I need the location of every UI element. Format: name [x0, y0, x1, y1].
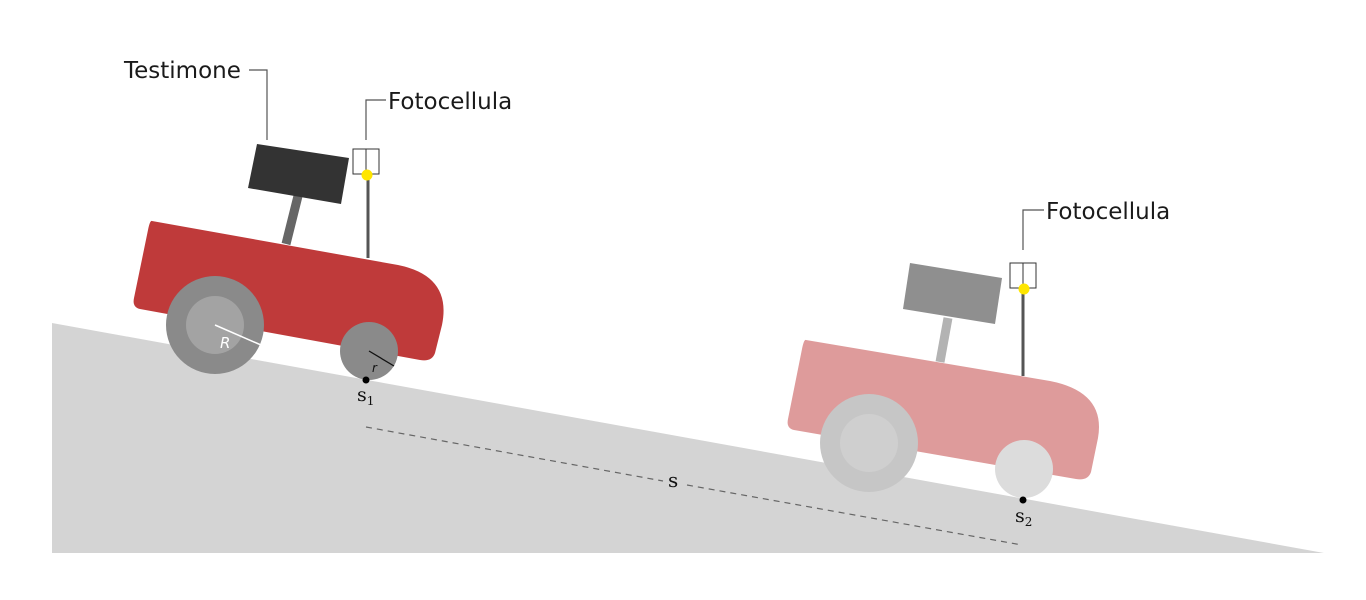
position-label-1: s1 [357, 384, 374, 408]
contact-point-2 [1019, 496, 1027, 504]
testimone-label: Testimone [123, 58, 241, 84]
ramp [52, 323, 1324, 553]
fotocellula-1-label: Fotocellula [388, 89, 512, 115]
fotocellula-2-leader-line [1022, 209, 1044, 250]
contact-point-1 [362, 376, 370, 384]
photocell-dot-2 [1018, 283, 1030, 295]
fotocellula-2-label: Fotocellula [1046, 199, 1170, 225]
big-wheel-hub-2 [840, 414, 898, 472]
fotocellula-1-leader-line [365, 99, 386, 140]
flag-board-2 [903, 263, 1002, 324]
distance-label: s [668, 468, 678, 492]
small-radius-line [368, 350, 395, 367]
testimone-leader-line [249, 69, 268, 140]
small-wheel-2 [995, 440, 1053, 498]
photocell-dot-1 [361, 169, 373, 181]
car-1: R r s1 [133, 144, 444, 408]
big-radius-line [214, 324, 262, 346]
car-2: s2 [787, 262, 1099, 529]
position-letter-1: s [357, 384, 367, 406]
flag-pole-1 [281, 194, 303, 246]
position-letter-2: s [1015, 505, 1025, 527]
photocell-sensor-icon [352, 148, 380, 181]
flag-pole-2 [935, 317, 953, 363]
big-radius-label: R [220, 334, 230, 352]
distance-line-right [686, 484, 1023, 546]
position-subscript-1: 1 [367, 394, 375, 408]
position-subscript-2: 2 [1025, 515, 1033, 529]
marker-flag-icon [248, 144, 349, 204]
flag-board-1 [248, 144, 349, 204]
position-label-2: s2 [1015, 505, 1032, 529]
small-radius-label: r [372, 361, 378, 375]
